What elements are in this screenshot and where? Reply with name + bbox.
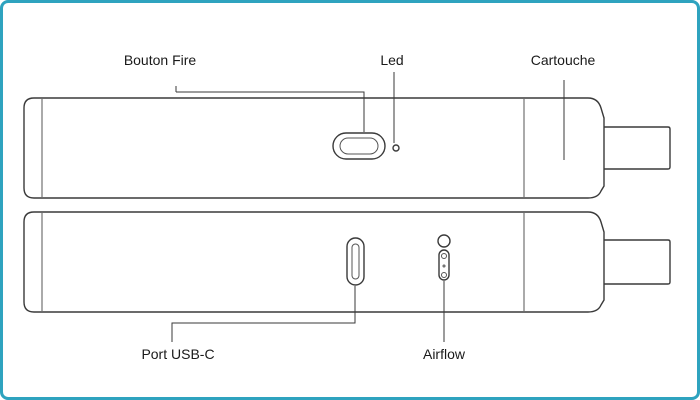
label-fire-button: Bouton Fire	[124, 52, 197, 68]
device-top-view	[23, 72, 671, 199]
fire-button	[332, 132, 386, 160]
airflow-slot	[438, 249, 450, 281]
usb-c-port-inner	[351, 243, 360, 280]
airflow-hole-3	[441, 272, 447, 278]
device-top-body	[23, 97, 605, 199]
fire-button-leader-line	[176, 91, 365, 132]
device-bottom-body	[23, 211, 605, 313]
label-usb-port: Port USB-C	[141, 346, 214, 362]
airflow-hole-2	[442, 264, 446, 268]
airflow-dial-top	[437, 234, 451, 248]
label-led: Led	[380, 52, 403, 68]
label-airflow: Airflow	[423, 346, 466, 362]
led-indicator	[392, 144, 400, 152]
fire-button-inner	[339, 137, 379, 155]
usb-port-leader-line	[171, 286, 356, 342]
vape-pen-diagram: Bouton Fire Led Cartouche Port USB-C Air…	[23, 52, 671, 362]
mouthpiece-top	[604, 126, 671, 170]
usb-c-port	[346, 237, 365, 286]
device-bottom-view	[23, 211, 671, 342]
label-cartridge: Cartouche	[531, 52, 596, 68]
airflow-hole-1	[441, 253, 447, 259]
mouthpiece-bottom	[604, 239, 671, 285]
